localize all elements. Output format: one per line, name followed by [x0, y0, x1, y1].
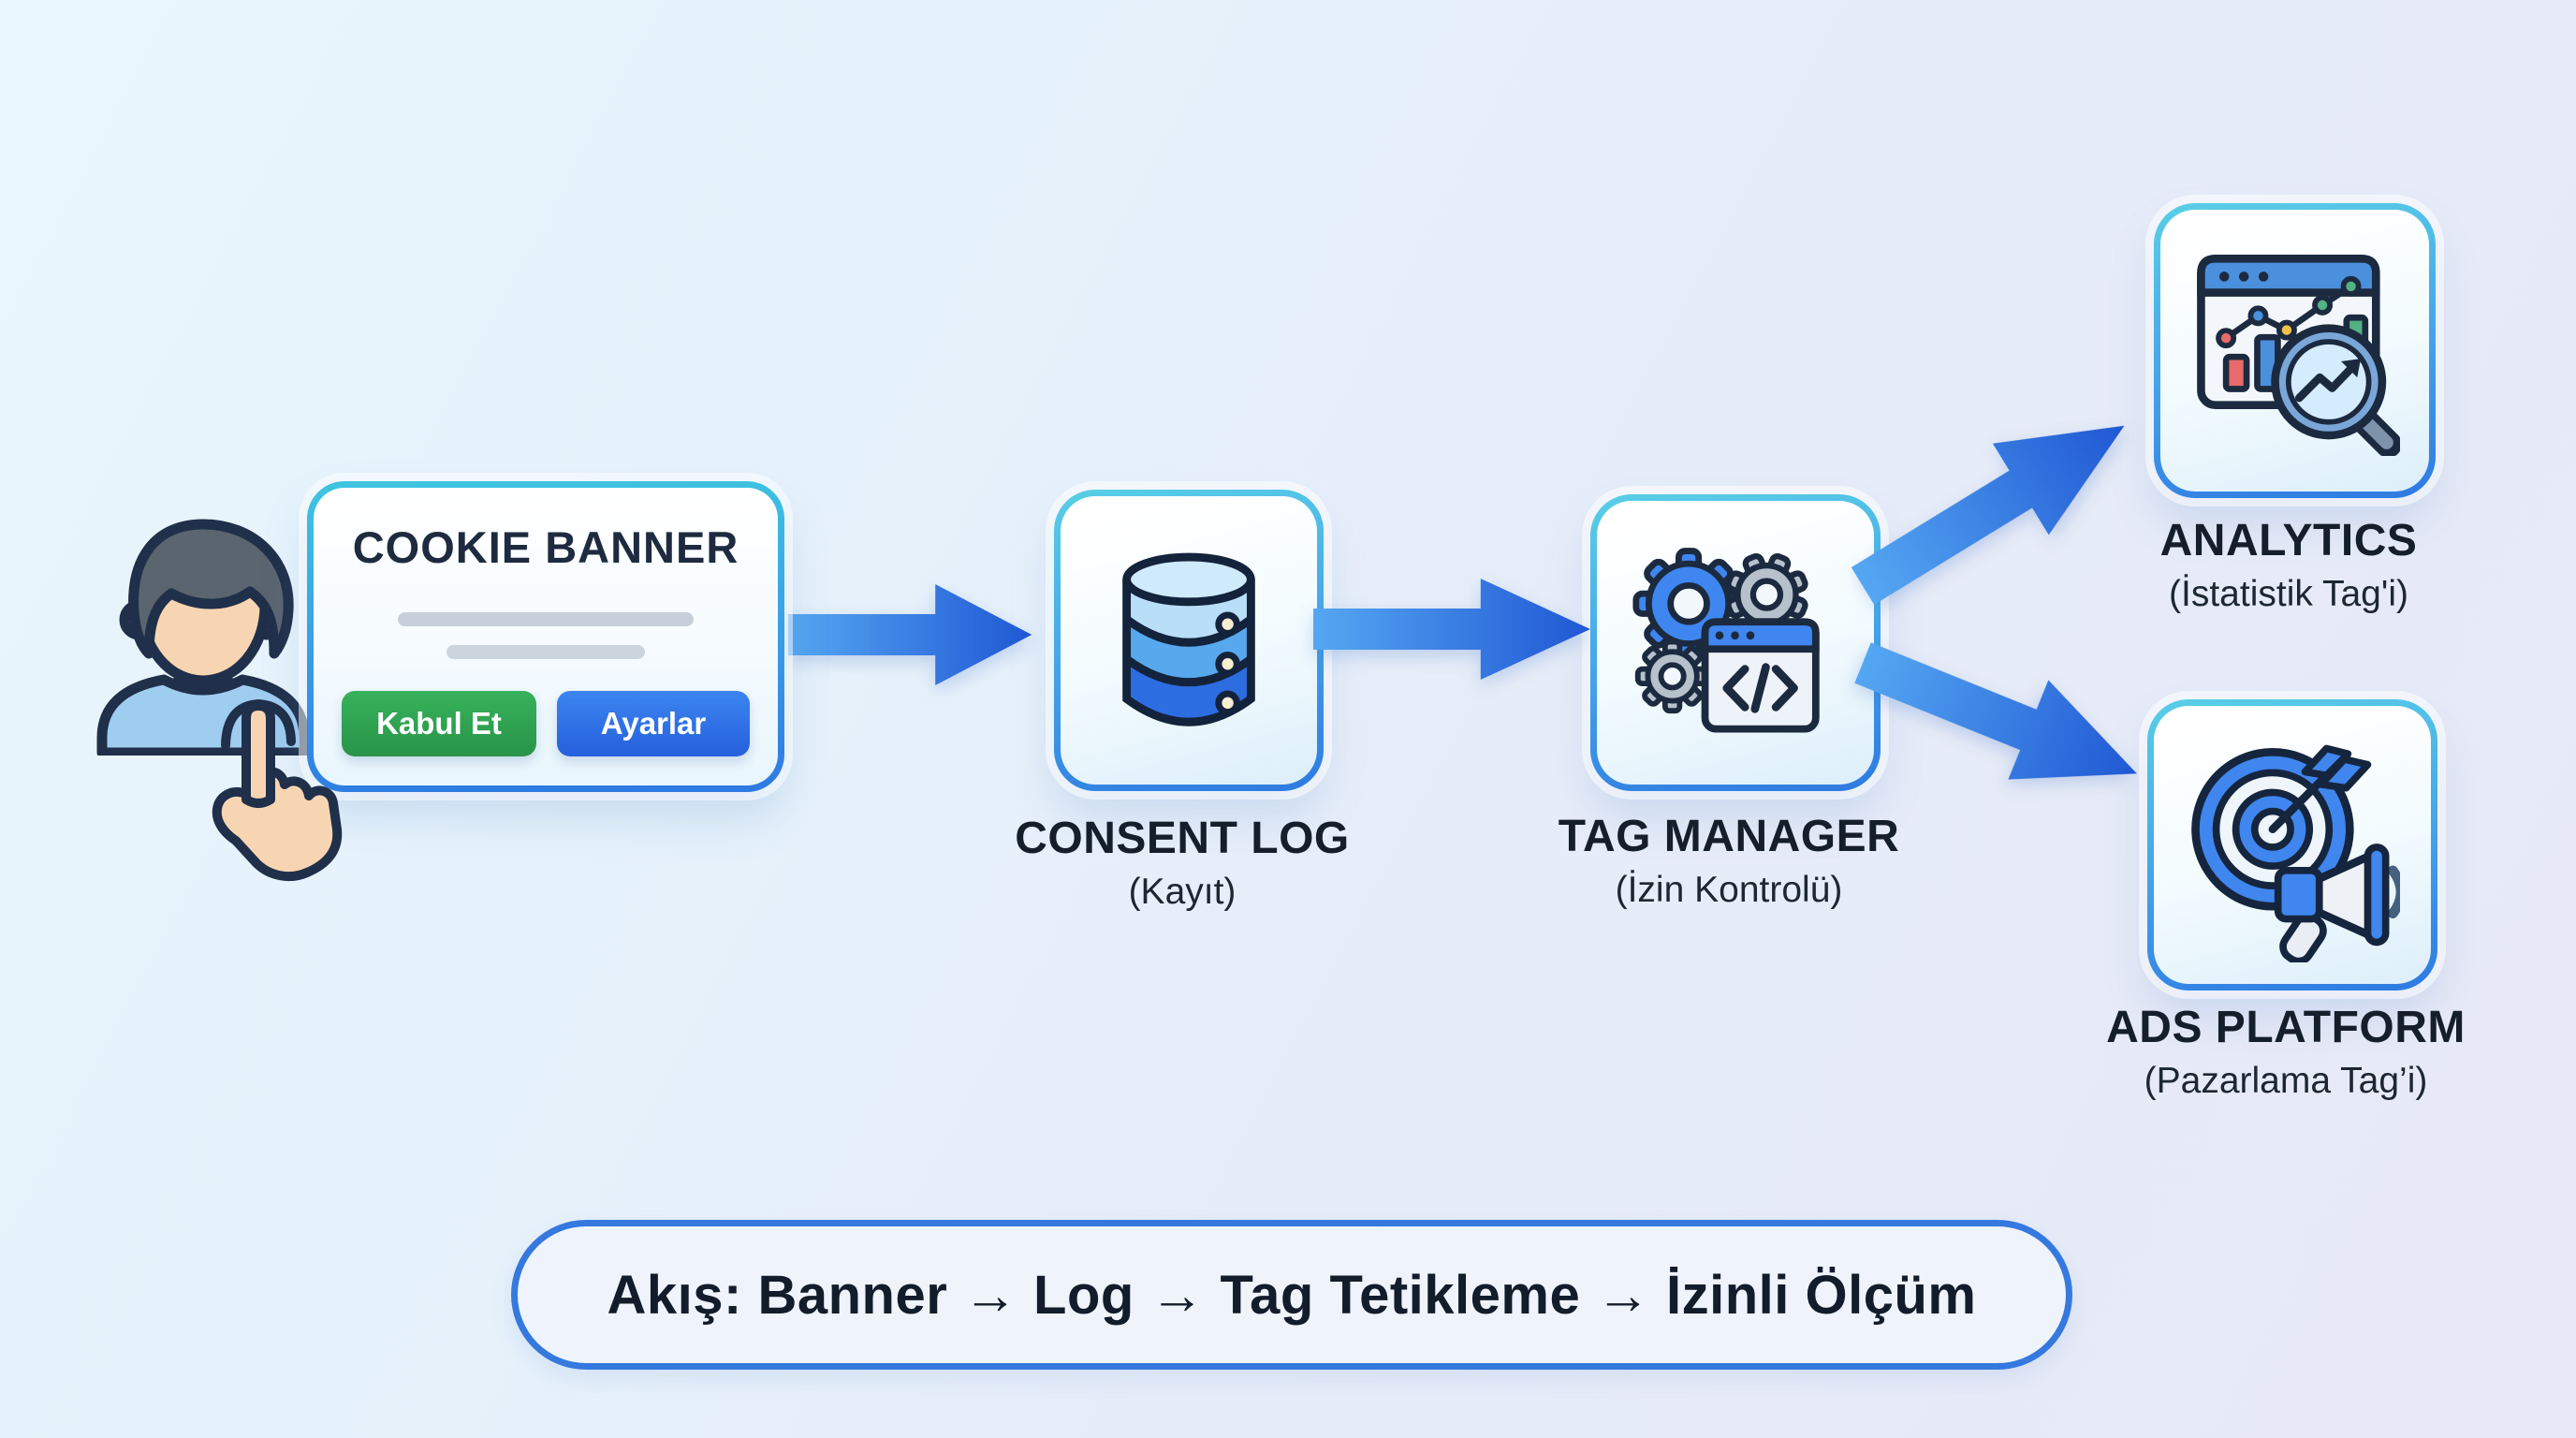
arrow-tag-to-ads: [1838, 602, 2163, 835]
analytics-chart-icon: [2196, 254, 2400, 456]
flow-summary-text: Akış: Banner → Log → Tag Tetikleme → İzi…: [607, 1264, 1977, 1326]
arrow-log-to-tag: [1313, 567, 1592, 691]
cookie-banner-card: COOKIE BANNER Kabul Et Ayarlar: [307, 481, 784, 792]
label-tag-manager: TAG MANAGER (İzin Kontrolü): [1558, 812, 1900, 910]
flow-summary-pill: Akış: Banner → Log → Tag Tetikleme → İzi…: [511, 1220, 2072, 1370]
placeholder-text-line: [398, 612, 694, 626]
arrow-tag-to-analytics: [1828, 369, 2160, 642]
node-tag-manager: [1590, 494, 1881, 791]
arrow-banner-to-log: [788, 573, 1033, 697]
settings-button[interactable]: Ayarlar: [557, 691, 750, 756]
database-icon: [1122, 552, 1255, 726]
gears-code-icon: [1632, 548, 1820, 733]
label-analytics: ANALYTICS (İstatistik Tag'i): [2159, 516, 2418, 614]
placeholder-text-line: [446, 645, 645, 659]
label-ads-platform: ADS PLATFORM (Pazarlama Tag’i): [2106, 1003, 2466, 1101]
target-megaphone-icon: [2191, 744, 2400, 962]
tap-hand-icon: [212, 699, 343, 882]
accept-button[interactable]: Kabul Et: [342, 691, 536, 756]
node-analytics: [2154, 203, 2436, 498]
node-ads-platform: [2147, 699, 2437, 990]
cookie-banner-title: COOKIE BANNER: [352, 522, 739, 572]
label-consent-log: CONSENT LOG (Kayıt): [1015, 814, 1350, 912]
node-consent-log: [1054, 490, 1324, 791]
user-click-icon: [96, 519, 310, 756]
